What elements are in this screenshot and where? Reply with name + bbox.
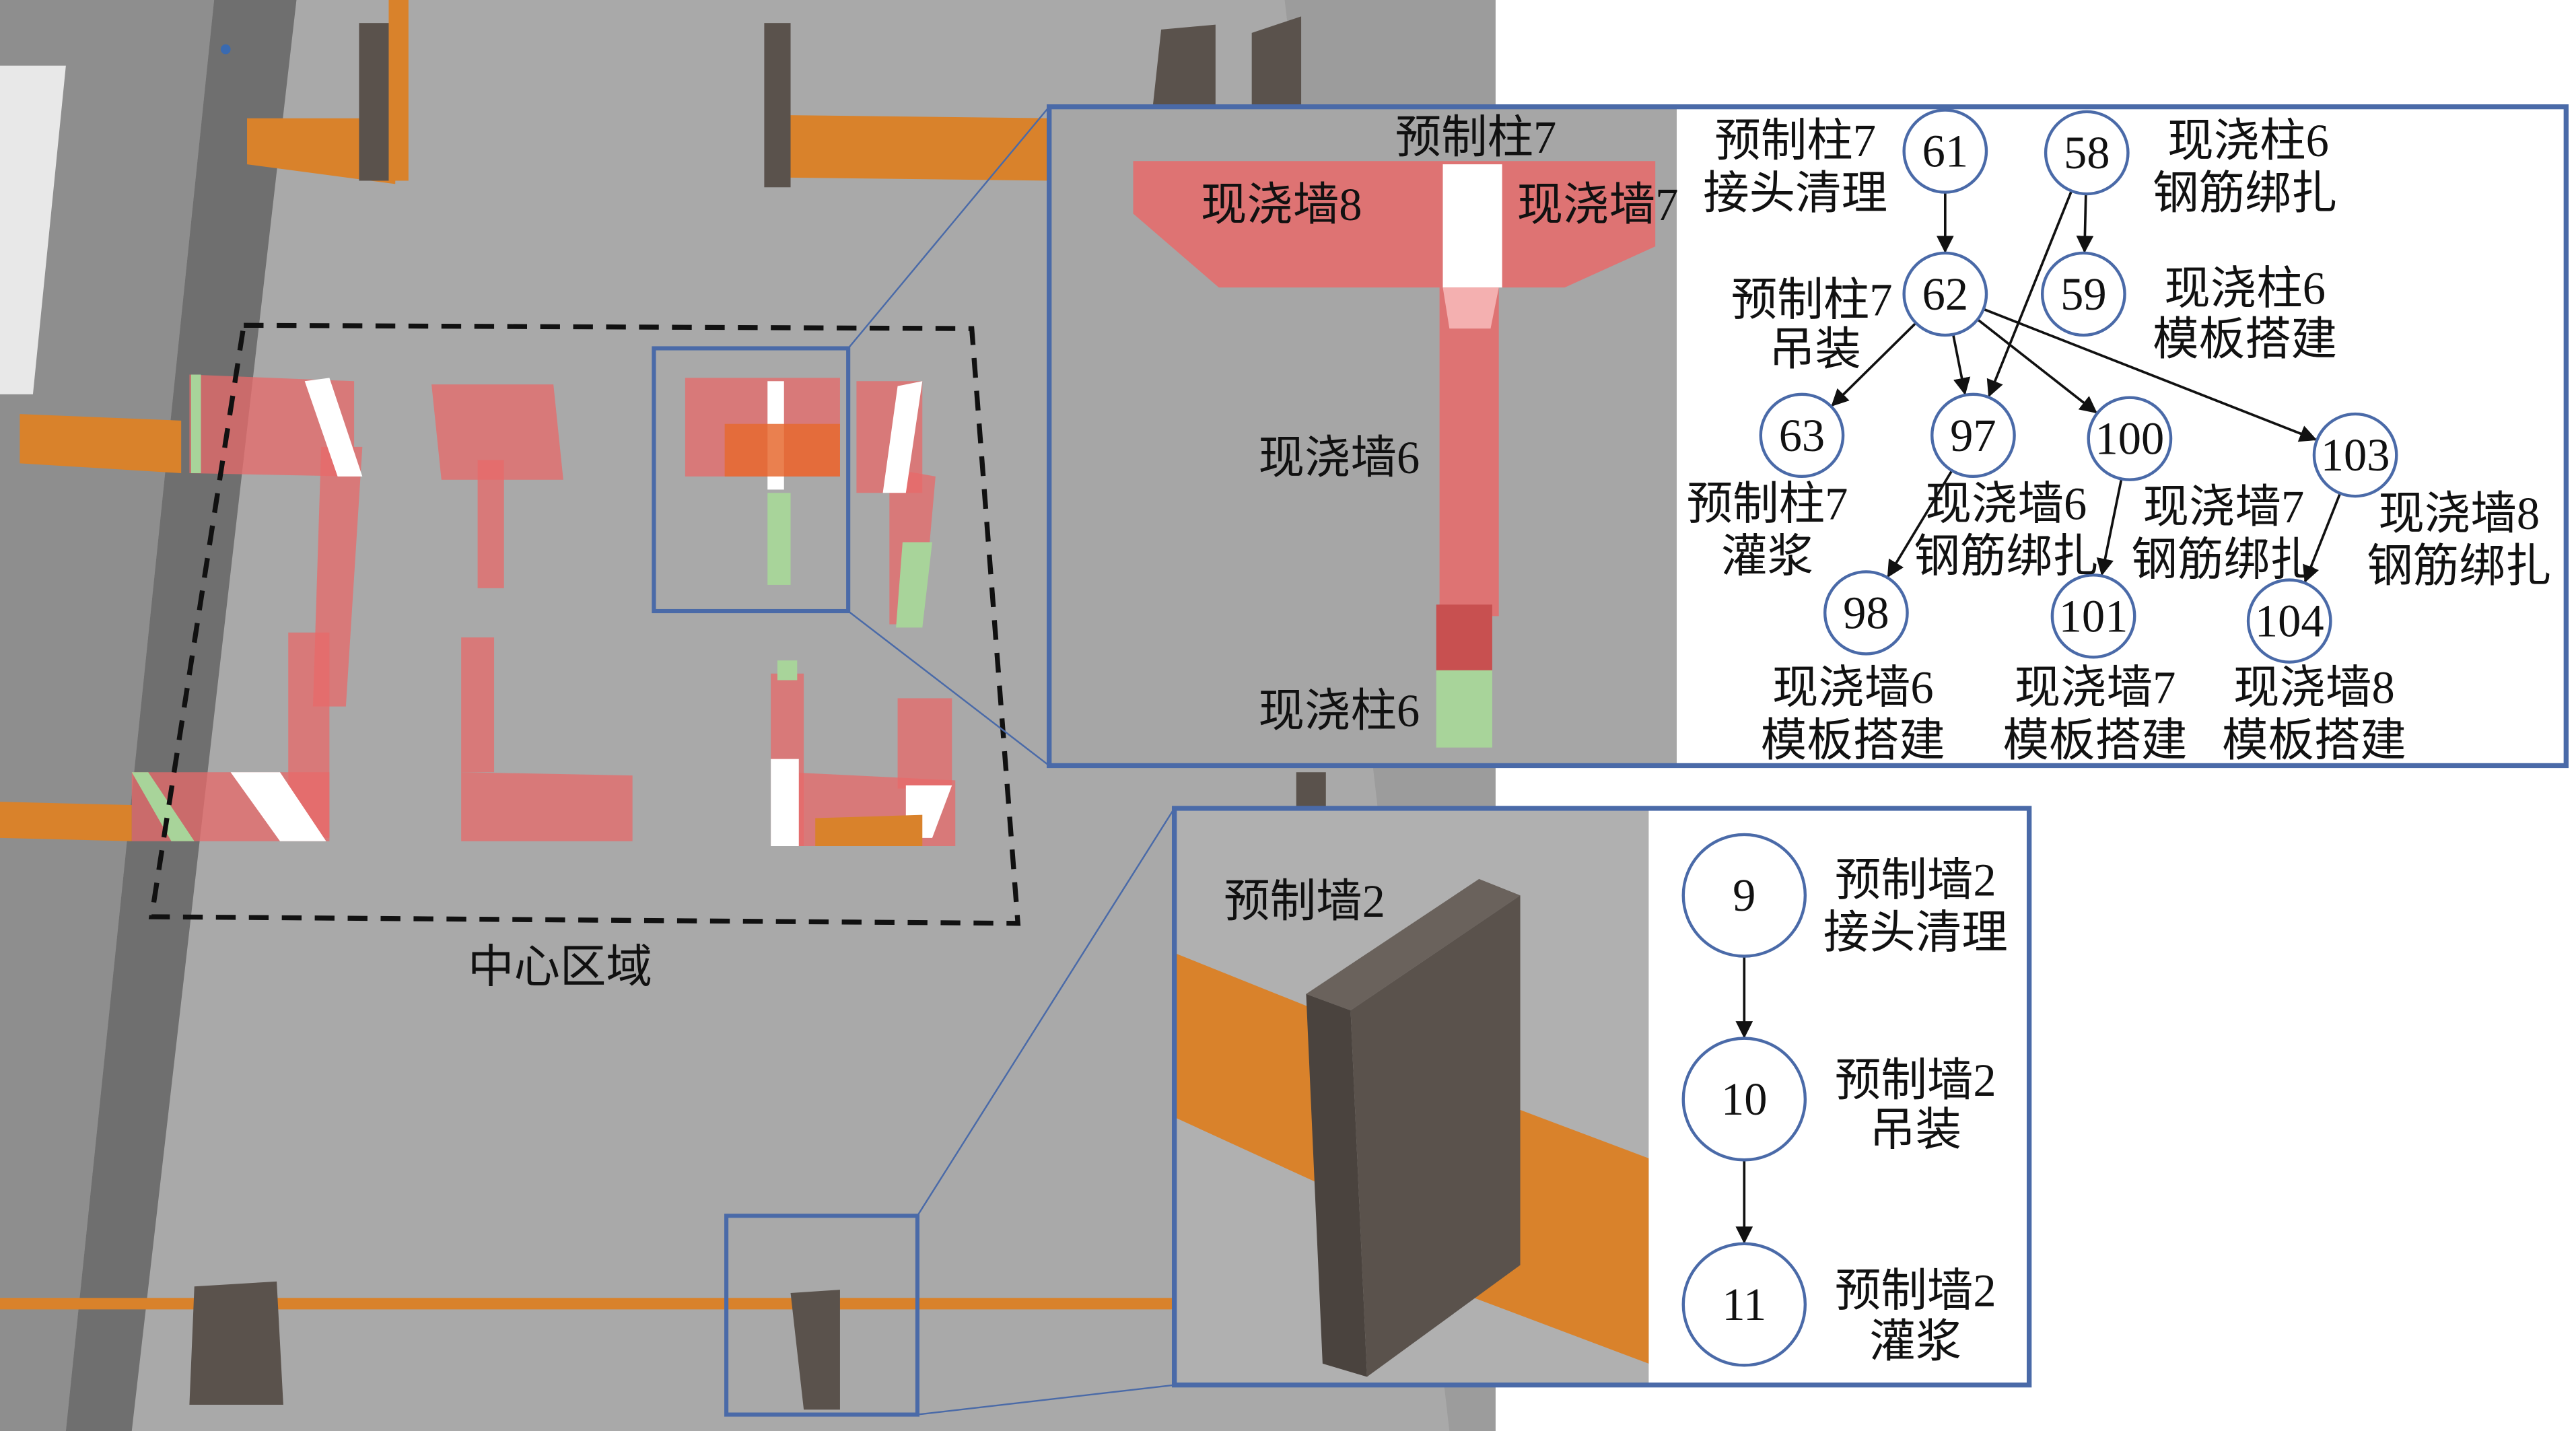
left-wall-strip xyxy=(0,0,215,1431)
node-label: 预制柱7 xyxy=(1731,275,1893,326)
node-100 xyxy=(2087,396,2173,481)
node-id-9: 9 xyxy=(1733,870,1755,921)
edge-58-97 xyxy=(1986,190,2073,398)
node-63 xyxy=(1759,392,1845,479)
inset1-label-col7: 预制柱7 xyxy=(1395,112,1557,163)
node-104 xyxy=(2246,578,2332,664)
node-59 xyxy=(2040,251,2126,337)
node-label: 现浇墙8 xyxy=(2233,662,2395,713)
node-62 xyxy=(1902,251,1988,337)
graph1-labels: 预制柱7 接头清理 现浇柱6 钢筋绑扎 预制柱7 吊装 现浇柱6 模板搭建 预制… xyxy=(1687,115,2552,766)
dependency-graph-1: 61 58 62 59 63 97 100 103 98 101 104 xyxy=(1759,108,2398,664)
edge-62-100 xyxy=(1976,318,2097,414)
node-98 xyxy=(1823,570,1909,656)
node-101 xyxy=(2050,573,2136,659)
node-id-62: 62 xyxy=(1922,269,1968,320)
graph2-labels: 预制墙2 接头清理 预制墙2 吊装 预制墙2 灌浆 xyxy=(1823,854,2008,1367)
inset1-label-wall8: 现浇墙8 xyxy=(1201,179,1362,230)
edge-62-63 xyxy=(1831,322,1917,407)
node-label: 预制墙2 xyxy=(1835,1055,1996,1106)
edge-97-98 xyxy=(1887,470,1953,578)
node-id-101: 101 xyxy=(2059,590,2128,641)
node-label: 现浇墙6 xyxy=(1772,662,1934,713)
node-11 xyxy=(1681,1242,1807,1367)
node-label: 现浇墙7 xyxy=(2143,481,2304,532)
node-label: 现浇墙7 xyxy=(2015,662,2176,713)
node-label: 现浇墙8 xyxy=(2378,488,2540,539)
node-id-103: 103 xyxy=(2321,429,2390,481)
node-label: 模板搭建 xyxy=(2003,715,2188,766)
highlight-frame-2 xyxy=(724,1214,919,1417)
inset2-frame xyxy=(1171,806,2032,1388)
inset1-label-col6: 现浇柱6 xyxy=(1258,685,1420,736)
node-id-97: 97 xyxy=(1950,410,1996,461)
node-9 xyxy=(1681,833,1807,958)
inset-1: 预制柱7 现浇墙8 现浇墙7 现浇墙6 现浇柱6 61 58 62 59 63 97 100… xyxy=(1047,104,2569,769)
node-label: 预制墙2 xyxy=(1835,854,1996,905)
inset1-label-wall7: 现浇墙7 xyxy=(1517,179,1679,230)
node-label: 模板搭建 xyxy=(2153,314,2337,365)
node-label: 灌浆 xyxy=(1869,1316,1961,1367)
node-label: 吊装 xyxy=(1769,324,1861,375)
inset1-label-wall6: 现浇墙6 xyxy=(1258,432,1420,483)
orange-walls xyxy=(0,0,1496,1310)
center-region-label: 中心区域 xyxy=(468,942,652,993)
node-61 xyxy=(1902,108,1988,194)
node-label: 钢筋绑扎 xyxy=(1914,530,2098,582)
node-label: 现浇墙6 xyxy=(1925,478,2087,529)
edge-100-101 xyxy=(2096,479,2123,576)
node-id-100: 100 xyxy=(2095,413,2165,464)
center-region-outline xyxy=(148,322,1021,926)
edge-62-97 xyxy=(1951,334,1971,396)
node-label: 现浇柱6 xyxy=(2167,115,2329,166)
node-label: 灌浆 xyxy=(1721,530,1813,582)
node-id-59: 59 xyxy=(2060,269,2106,320)
node-label: 钢筋绑扎 xyxy=(2153,168,2337,219)
node-label: 预制柱7 xyxy=(1687,478,1848,529)
node-label: 钢筋绑扎 xyxy=(2367,540,2551,592)
node-label: 预制柱7 xyxy=(1714,115,1876,166)
node-label: 接头清理 xyxy=(1823,907,2008,958)
node-id-10: 10 xyxy=(1721,1074,1767,1125)
node-label: 预制墙2 xyxy=(1835,1265,1996,1317)
inset-2: 预制墙2 9 10 11 预制墙2 接头清理 预制墙2 吊装 预制墙2 灌浆 xyxy=(1171,806,2032,1388)
node-10 xyxy=(1681,1037,1807,1162)
node-label: 模板搭建 xyxy=(2222,715,2406,766)
node-label: 吊装 xyxy=(1869,1104,1961,1155)
node-id-11: 11 xyxy=(1722,1279,1766,1330)
node-id-61: 61 xyxy=(1922,126,1968,177)
node-58 xyxy=(2044,110,2130,196)
inset2-label-wall2: 预制墙2 xyxy=(1224,876,1385,927)
node-label: 现浇柱6 xyxy=(2164,263,2326,314)
inset1-frame xyxy=(1047,104,2569,769)
node-label: 模板搭建 xyxy=(1761,715,1945,766)
edge-58-59 xyxy=(2076,193,2094,254)
edge-103-104 xyxy=(2303,493,2342,584)
highlight-frame-1 xyxy=(652,346,851,614)
node-label: 接头清理 xyxy=(1703,168,1887,219)
precast-elements xyxy=(189,16,1326,1410)
node-103 xyxy=(2312,412,2398,498)
node-id-58: 58 xyxy=(2064,127,2110,178)
node-label: 钢筋绑扎 xyxy=(2131,534,2316,585)
node-97 xyxy=(1930,392,2016,479)
dependency-graph-2: 9 10 11 xyxy=(1681,833,1807,1367)
edge-62-103 xyxy=(1983,308,2318,442)
node-id-104: 104 xyxy=(2255,596,2324,647)
node-id-63: 63 xyxy=(1779,410,1825,461)
node-id-98: 98 xyxy=(1843,587,1889,638)
